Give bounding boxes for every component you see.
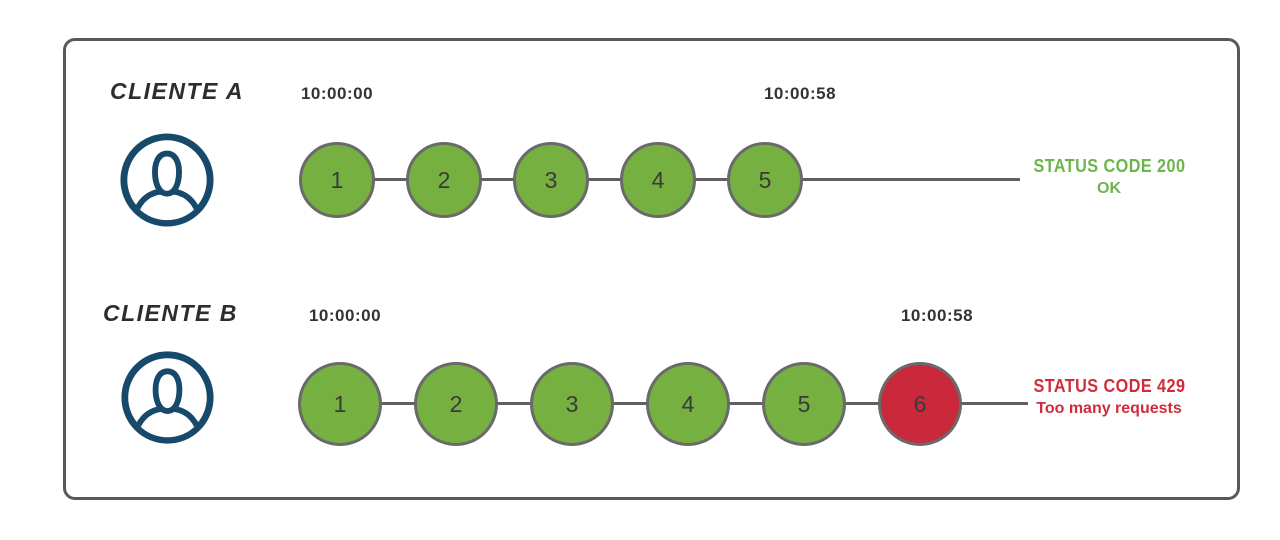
status-code-text: STATUS CODE 200: [1033, 156, 1185, 176]
user-avatar-icon: [121, 351, 214, 444]
request-circle: 2: [406, 142, 482, 218]
request-circle: 2: [414, 362, 498, 446]
request-number: 4: [651, 166, 665, 193]
request-number: 1: [333, 390, 347, 417]
request-circle-rejected: 6: [878, 362, 962, 446]
request-number: 2: [437, 166, 451, 193]
request-number: 3: [544, 166, 558, 193]
start-timestamp: 10:00:00: [308, 306, 382, 325]
request-number: 5: [797, 390, 811, 417]
request-circle: 5: [727, 142, 803, 218]
start-timestamp: 10:00:00: [300, 84, 374, 103]
status-description-text: Too many requests: [1036, 400, 1182, 417]
request-circle: 3: [530, 362, 614, 446]
status-description-text: OK: [1097, 180, 1121, 197]
request-circle: 5: [762, 362, 846, 446]
request-circle: 1: [298, 362, 382, 446]
request-number: 4: [681, 390, 695, 417]
request-circle: 1: [299, 142, 375, 218]
client-b-label: CLIENTE B: [103, 300, 238, 326]
request-circle: 4: [646, 362, 730, 446]
request-number: 1: [330, 166, 344, 193]
request-circle: 3: [513, 142, 589, 218]
end-timestamp: 10:00:58: [763, 84, 837, 103]
request-number: 2: [449, 390, 463, 417]
end-timestamp: 10:00:58: [900, 306, 974, 325]
status-code-text: STATUS CODE 429: [1033, 376, 1185, 396]
status-message: STATUS CODE 429 Too many requests: [1004, 376, 1214, 419]
user-avatar-icon: [120, 133, 214, 227]
request-number: 5: [758, 166, 772, 193]
diagram-frame: [63, 38, 1240, 500]
status-message: STATUS CODE 200 OK: [1004, 156, 1214, 199]
request-number: 3: [565, 390, 579, 417]
client-a-label: CLIENTE A: [110, 78, 245, 104]
request-number: 6: [913, 390, 927, 417]
request-circle: 4: [620, 142, 696, 218]
